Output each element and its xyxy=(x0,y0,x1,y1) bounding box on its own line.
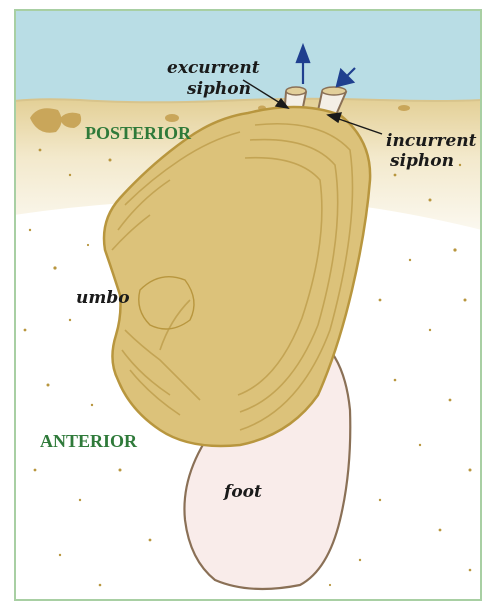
excurrent-siphon-label-line2: siphon xyxy=(186,79,251,99)
foot-label: foot xyxy=(223,482,262,502)
posterior-label: POSTERIOR xyxy=(85,123,192,143)
excurrent-siphon-label-line1: excurrent xyxy=(167,58,260,78)
incurrent-siphon-label-line1: incurrent xyxy=(386,131,477,151)
incurrent-siphon-label-line2: siphon xyxy=(389,151,454,171)
umbo-label: umbo xyxy=(76,288,130,308)
anterior-label: ANTERIOR xyxy=(40,431,138,451)
